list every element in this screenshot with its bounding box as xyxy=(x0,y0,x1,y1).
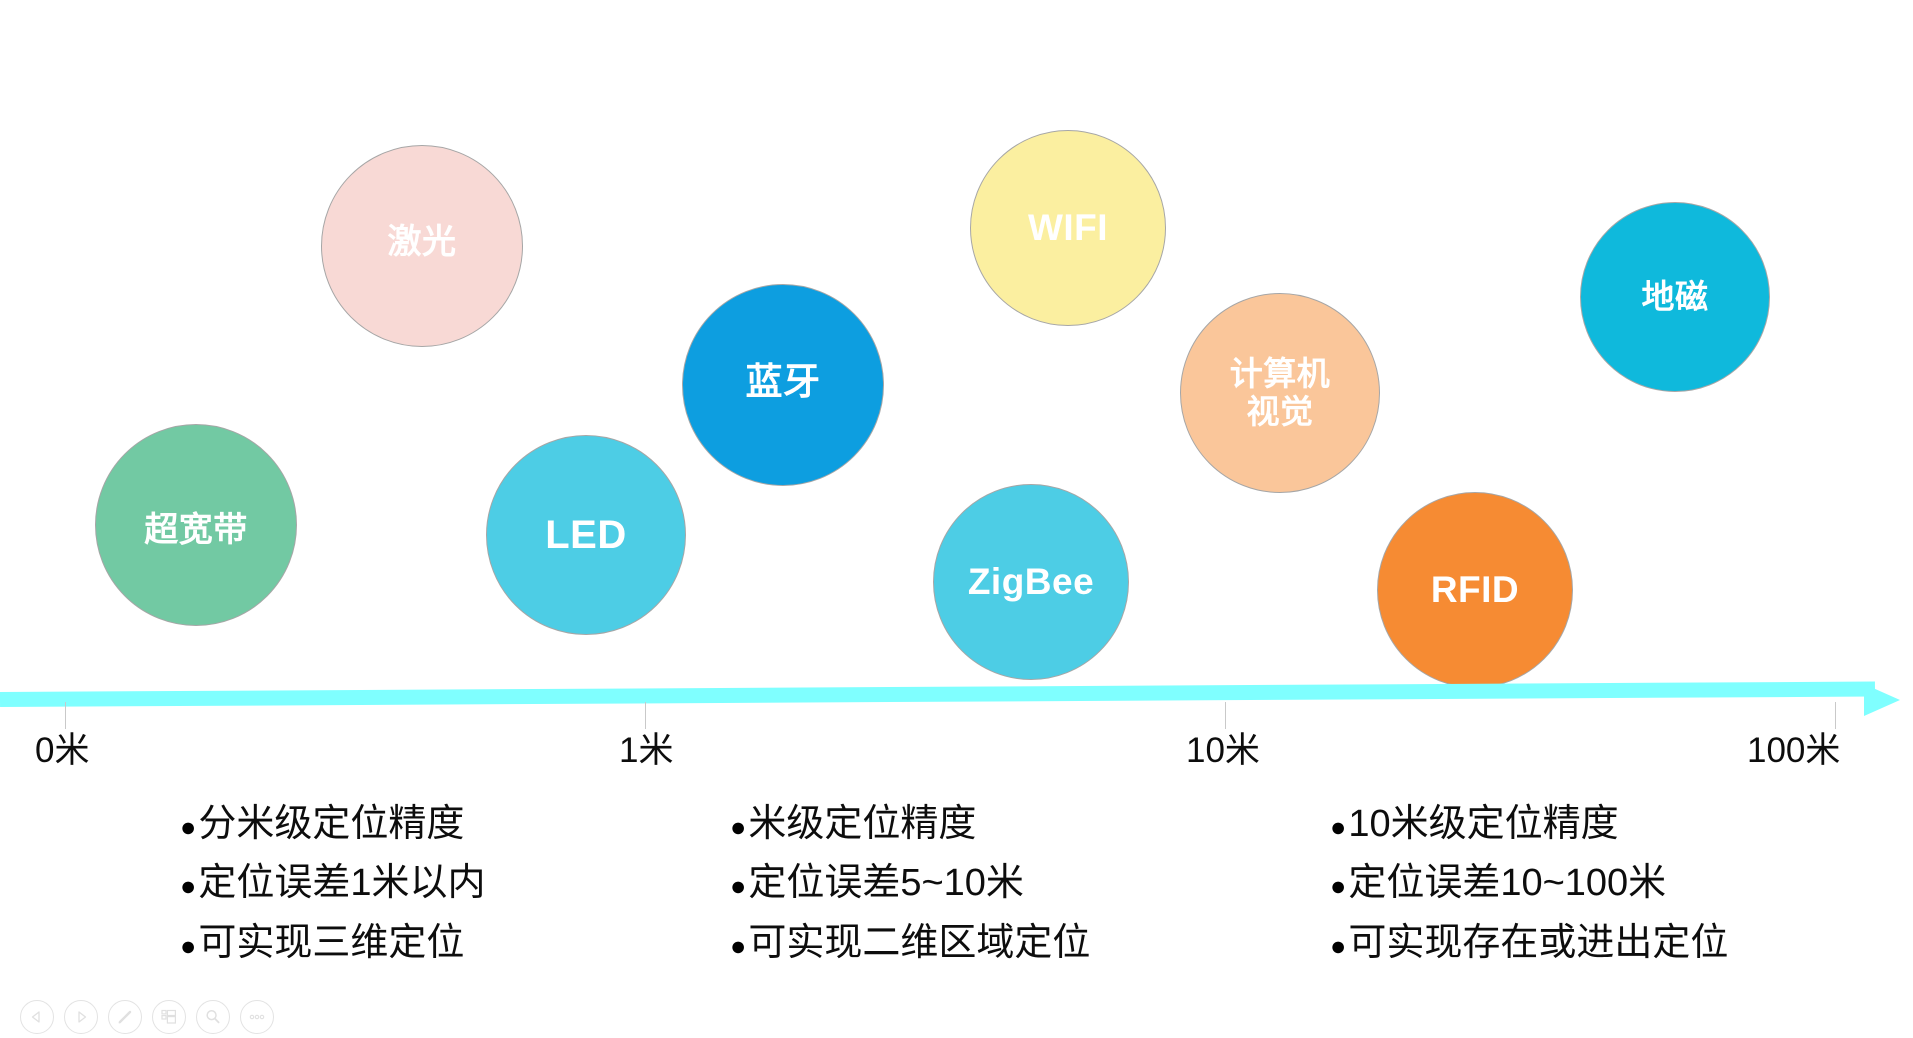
bullet-marker-icon: ● xyxy=(1330,871,1347,902)
bullet-column-1: ●分米级定位精度●定位误差1米以内●可实现三维定位 xyxy=(180,795,485,973)
presentation-toolbar[interactable] xyxy=(20,1000,274,1034)
bullet-item: ●分米级定位精度 xyxy=(180,795,485,854)
bullet-item: ●定位误差5~10米 xyxy=(730,854,1090,913)
bullet-item: ●定位误差10~100米 xyxy=(1330,854,1728,913)
bubble-label: 蓝牙 xyxy=(745,360,821,402)
bullet-item: ●米级定位精度 xyxy=(730,795,1090,854)
bubble-9[interactable]: 地磁 xyxy=(1580,202,1770,392)
pen-icon[interactable] xyxy=(108,1000,142,1034)
bullet-text: 10米级定位精度 xyxy=(1348,803,1619,845)
axis-tick xyxy=(1835,702,1836,729)
axis-tick-label: 1米 xyxy=(619,731,674,770)
bubble-7[interactable]: 计算机 视觉 xyxy=(1180,293,1380,493)
bubble-label: 激光 xyxy=(387,223,457,262)
bullet-marker-icon: ● xyxy=(180,930,197,961)
bubble-1[interactable]: 超宽带 xyxy=(95,424,297,626)
bullet-item: ●可实现三维定位 xyxy=(180,914,485,973)
bullet-marker-icon: ● xyxy=(730,812,747,842)
bullet-column-3: ●10米级定位精度●定位误差10~100米●可实现存在或进出定位 xyxy=(1330,795,1728,973)
bubble-2[interactable]: 激光 xyxy=(321,145,523,347)
bullet-item: ●可实现存在或进出定位 xyxy=(1330,914,1728,973)
bubble-5[interactable]: ZigBee xyxy=(933,484,1129,680)
bullet-marker-icon: ● xyxy=(730,930,747,961)
bullet-text: 定位误差1米以内 xyxy=(198,862,486,905)
bullet-column-2: ●米级定位精度●定位误差5~10米●可实现二维区域定位 xyxy=(730,795,1090,973)
bullet-marker-icon: ● xyxy=(180,871,197,902)
bubble-label: LED xyxy=(545,512,627,557)
bubble-6[interactable]: WIFI xyxy=(970,130,1166,326)
axis-tick-label: 10米 xyxy=(1186,731,1260,770)
axis-arrow-head xyxy=(1864,684,1900,716)
axis-tick-label: 0米 xyxy=(35,731,90,770)
timeline-axis xyxy=(0,676,1913,736)
axis-tick xyxy=(645,702,646,729)
axis-tick xyxy=(1225,702,1226,729)
bullet-marker-icon: ● xyxy=(1330,930,1347,961)
bullet-text: 米级定位精度 xyxy=(748,803,977,845)
bullet-text: 可实现二维区域定位 xyxy=(748,921,1091,964)
bullet-marker-icon: ● xyxy=(1330,812,1347,842)
bubble-label: RFID xyxy=(1430,568,1520,610)
bullet-item: ●可实现二维区域定位 xyxy=(730,914,1090,973)
bullet-text: 可实现三维定位 xyxy=(198,921,465,964)
bubble-label: WIFI xyxy=(1027,206,1109,248)
slide-grid-icon[interactable] xyxy=(152,1000,186,1034)
bubble-label: ZigBee xyxy=(967,560,1095,602)
bullet-item: ●10米级定位精度 xyxy=(1330,795,1728,854)
next-slide-icon[interactable] xyxy=(64,1000,98,1034)
bubble-8[interactable]: RFID xyxy=(1377,492,1573,688)
bullet-marker-icon: ● xyxy=(730,871,747,902)
bubble-3[interactable]: LED xyxy=(486,435,686,635)
bubble-label: 计算机 视觉 xyxy=(1229,354,1331,430)
bubble-label: 地磁 xyxy=(1641,277,1709,315)
bubble-4[interactable]: 蓝牙 xyxy=(682,284,884,486)
zoom-icon[interactable] xyxy=(196,1000,230,1034)
bullet-text: 分米级定位精度 xyxy=(198,803,465,845)
more-options-icon[interactable] xyxy=(240,1000,274,1034)
bullet-marker-icon: ● xyxy=(180,812,197,842)
bubble-label: 超宽带 xyxy=(144,511,248,550)
bullet-item: ●定位误差1米以内 xyxy=(180,854,485,913)
axis-tick-label: 100米 xyxy=(1747,731,1841,770)
bullet-text: 可实现存在或进出定位 xyxy=(1348,921,1729,964)
bullet-text: 定位误差10~100米 xyxy=(1348,862,1667,905)
bullet-text: 定位误差5~10米 xyxy=(748,862,1024,905)
previous-slide-icon[interactable] xyxy=(20,1000,54,1034)
axis-tick xyxy=(65,702,66,729)
axis-line xyxy=(0,681,1876,707)
